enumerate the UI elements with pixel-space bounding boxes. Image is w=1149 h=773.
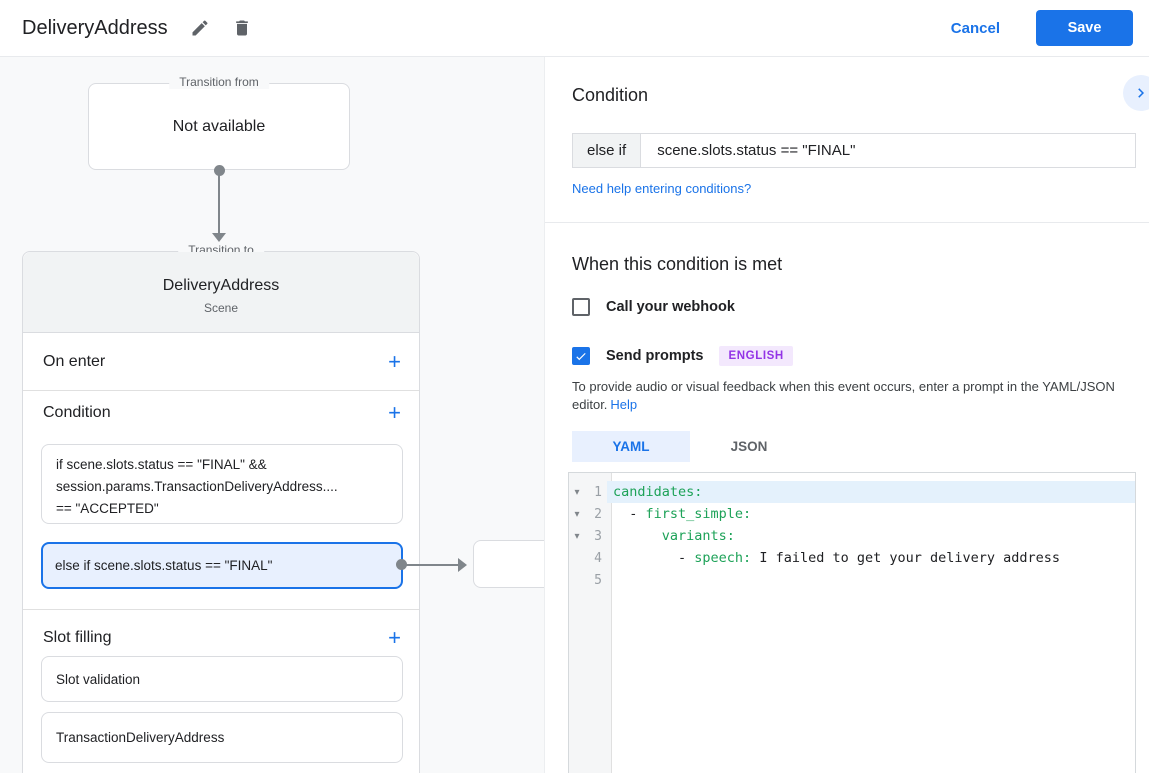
scene-type-label: Scene bbox=[203, 301, 239, 315]
when-condition-met-title: When this condition is met bbox=[572, 254, 783, 274]
slot-filling-label: Slot filling bbox=[43, 629, 112, 646]
condition-help-link[interactable]: Need help entering conditions? bbox=[572, 181, 752, 196]
line-number: 4 bbox=[594, 550, 602, 566]
scene-card: Transition to DeliveryAddress Scene On e… bbox=[22, 243, 420, 773]
fold-arrow-icon[interactable]: ▾ bbox=[574, 530, 580, 542]
line-number: 5 bbox=[594, 572, 602, 588]
arrow-down-icon bbox=[212, 233, 226, 242]
prompt-hint-text: To provide audio or visual feedback when… bbox=[572, 379, 1115, 412]
fold-arrow-icon[interactable]: ▾ bbox=[574, 486, 580, 498]
code-lines: ▾ 1 candidates: ▾ 2 - first_simple: ▾ 3 varian… bbox=[569, 481, 1135, 591]
add-condition-button[interactable]: + bbox=[388, 400, 401, 425]
editor-tabs: YAML JSON bbox=[572, 431, 808, 462]
connector-line-vertical bbox=[218, 171, 220, 233]
language-badge: ENGLISH bbox=[719, 346, 793, 366]
line-number: 1 bbox=[594, 484, 602, 500]
condition-chip-else-if-selected[interactable]: else if scene.slots.status == "FINAL" bbox=[41, 542, 403, 589]
code-text: variants: bbox=[661, 528, 735, 544]
connector-dot bbox=[214, 165, 225, 176]
tab-json[interactable]: JSON bbox=[730, 439, 768, 454]
code-line[interactable]: ▾ 2 - first_simple: bbox=[569, 503, 1135, 525]
help-link[interactable]: Help bbox=[610, 396, 638, 412]
checkmark-icon bbox=[576, 352, 586, 361]
page-title: DeliveryAddress bbox=[22, 16, 168, 39]
on-enter-label: On enter bbox=[43, 352, 106, 370]
save-button[interactable]: Save bbox=[1036, 10, 1133, 46]
fold-arrow-icon[interactable]: ▾ bbox=[574, 508, 580, 520]
transition-diagram: Transition from Not available Transition… bbox=[0, 57, 545, 773]
collapse-panel-button[interactable] bbox=[1123, 75, 1149, 111]
delete-icon[interactable] bbox=[232, 18, 252, 38]
line-number: 3 bbox=[594, 528, 602, 544]
section-on-enter[interactable]: On enter + bbox=[23, 333, 419, 391]
condition-expression-input[interactable]: scene.slots.status == "FINAL" bbox=[657, 142, 856, 159]
code-line[interactable]: ▾ 1 candidates: bbox=[569, 481, 1135, 503]
line-number: 2 bbox=[594, 506, 602, 522]
scene-card-header[interactable]: DeliveryAddress Scene bbox=[23, 252, 419, 333]
send-prompts-checkbox[interactable] bbox=[572, 347, 590, 365]
panel-divider bbox=[545, 222, 1149, 223]
connector-dot bbox=[396, 559, 407, 570]
transition-from-box[interactable]: Transition from Not available bbox=[88, 75, 350, 170]
section-slot-filling: Slot filling + bbox=[23, 623, 419, 653]
transition-from-value: Not available bbox=[172, 117, 266, 135]
arrow-right-icon bbox=[458, 558, 467, 572]
code-text: - first_simple: bbox=[613, 506, 752, 522]
connector-line-horizontal bbox=[402, 564, 458, 566]
section-divider bbox=[23, 609, 419, 610]
transaction-delivery-address-chip[interactable]: TransactionDeliveryAddress bbox=[41, 712, 403, 763]
code-line[interactable]: 5 bbox=[569, 569, 1135, 591]
edit-icon[interactable] bbox=[190, 18, 210, 38]
transition-target-box[interactable] bbox=[473, 540, 544, 588]
chevron-right-icon bbox=[1138, 88, 1144, 98]
code-line[interactable]: ▾ 3 variants: bbox=[569, 525, 1135, 547]
code-line[interactable]: 4 - speech: I failed to get your deliver… bbox=[569, 547, 1135, 569]
condition-detail-panel: Condition else if scene.slots.status == … bbox=[545, 57, 1149, 773]
call-webhook-checkbox[interactable] bbox=[572, 298, 590, 316]
panel-title: Condition bbox=[572, 85, 649, 105]
call-webhook-label: Call your webhook bbox=[606, 299, 735, 315]
condition-chip-if[interactable]: if scene.slots.status == "FINAL" && sess… bbox=[41, 444, 403, 524]
slot-validation-chip[interactable]: Slot validation bbox=[41, 656, 403, 702]
tab-yaml[interactable]: YAML bbox=[572, 431, 690, 462]
transition-from-label: Transition from bbox=[169, 75, 269, 89]
yaml-editor[interactable]: ▾ 1 candidates: ▾ 2 - first_simple: ▾ 3 varian… bbox=[568, 472, 1136, 773]
scene-name: DeliveryAddress bbox=[162, 277, 280, 294]
condition-operator-label: else if bbox=[573, 134, 642, 167]
code-text: candidates: bbox=[607, 481, 1135, 503]
add-on-enter-button[interactable]: + bbox=[388, 348, 401, 374]
call-webhook-row: Call your webhook bbox=[572, 298, 735, 316]
prompt-hint: To provide audio or visual feedback when… bbox=[572, 378, 1149, 413]
send-prompts-label: Send prompts bbox=[606, 348, 704, 364]
cancel-button[interactable]: Cancel bbox=[950, 19, 1000, 37]
app-bar: DeliveryAddress Cancel Save bbox=[0, 0, 1149, 57]
condition-label: Condition bbox=[43, 404, 111, 421]
editor-gutter bbox=[569, 473, 612, 773]
send-prompts-row: Send prompts ENGLISH bbox=[572, 346, 793, 366]
code-text bbox=[607, 569, 1135, 591]
condition-expression-row: else if scene.slots.status == "FINAL" bbox=[572, 133, 1136, 168]
code-text: - speech: I failed to get your delivery … bbox=[613, 550, 1061, 566]
add-slot-button[interactable]: + bbox=[388, 625, 401, 650]
section-condition: Condition + bbox=[23, 398, 419, 428]
